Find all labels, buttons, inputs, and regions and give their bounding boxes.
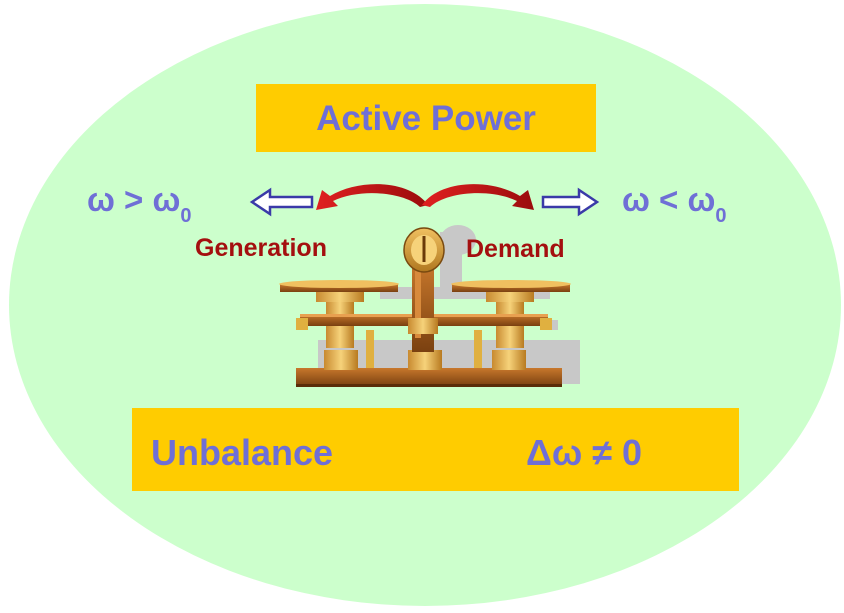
curved-arrows-icon [316,184,534,210]
right-condition-symbol: ω < ω [622,181,715,218]
right-hollow-arrow-icon [541,187,600,217]
left-hollow-arrow-icon [249,187,314,217]
generation-label: Generation [195,234,327,262]
right-condition: ω < ω0 [622,181,727,227]
status-formula: Δω ≠ 0 [526,432,642,473]
status-label: Unbalance [151,432,333,473]
left-condition: ω > ω0 [87,181,192,227]
left-condition-subscript: 0 [180,205,191,227]
diagram-title: Active Power [316,99,536,138]
title-box [256,84,596,152]
demand-label: Demand [466,235,565,263]
status-box [132,408,739,491]
balance-scale-icon [279,225,580,387]
right-condition-subscript: 0 [715,205,726,227]
left-condition-symbol: ω > ω [87,181,180,218]
